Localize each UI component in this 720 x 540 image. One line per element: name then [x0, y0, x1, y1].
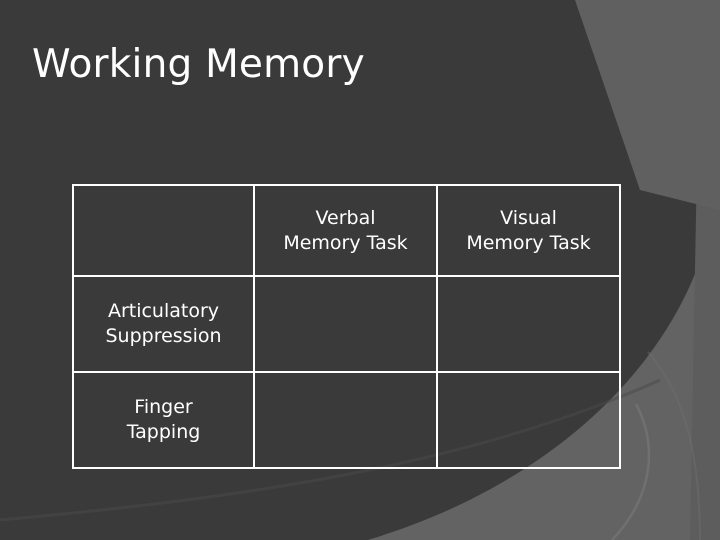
- column-header-verbal-line1: Verbal: [315, 206, 376, 229]
- background-sweep-curve-secondary: [647, 351, 701, 540]
- page-title: Working Memory: [32, 42, 365, 87]
- row-header-articulatory-suppression: Articulatory Suppression: [72, 275, 255, 373]
- cell-articulatory-verbal[interactable]: [253, 275, 438, 373]
- column-header-verbal-line2: Memory Task: [283, 231, 408, 254]
- row-header-finger-tapping-line1: Finger: [134, 396, 193, 418]
- table-header-row: Verbal Memory Task Visual Memory Task: [72, 184, 621, 277]
- cell-finger-tapping-verbal[interactable]: [253, 371, 438, 469]
- background-right-edge-wedge: [690, 0, 720, 540]
- cell-articulatory-visual[interactable]: [436, 275, 621, 373]
- cell-finger-tapping-visual[interactable]: [436, 371, 621, 469]
- column-header-visual-memory-task: Visual Memory Task: [436, 184, 621, 277]
- column-header-visual-line2: Memory Task: [466, 231, 591, 254]
- table-row: Articulatory Suppression: [72, 275, 621, 373]
- working-memory-matrix-table: Verbal Memory Task Visual Memory Task Ar…: [72, 184, 621, 469]
- column-header-visual-line1: Visual: [500, 206, 557, 229]
- column-header-verbal-memory-task: Verbal Memory Task: [253, 184, 438, 277]
- row-header-finger-tapping-line2: Tapping: [126, 421, 201, 443]
- table-corner-cell: [72, 184, 255, 277]
- background-upper-right-band: [575, 0, 720, 210]
- row-header-articulatory-line2: Suppression: [105, 325, 222, 347]
- row-header-articulatory-line1: Articulatory: [107, 300, 220, 322]
- row-header-finger-tapping: Finger Tapping: [72, 371, 255, 469]
- table-row: Finger Tapping: [72, 371, 621, 469]
